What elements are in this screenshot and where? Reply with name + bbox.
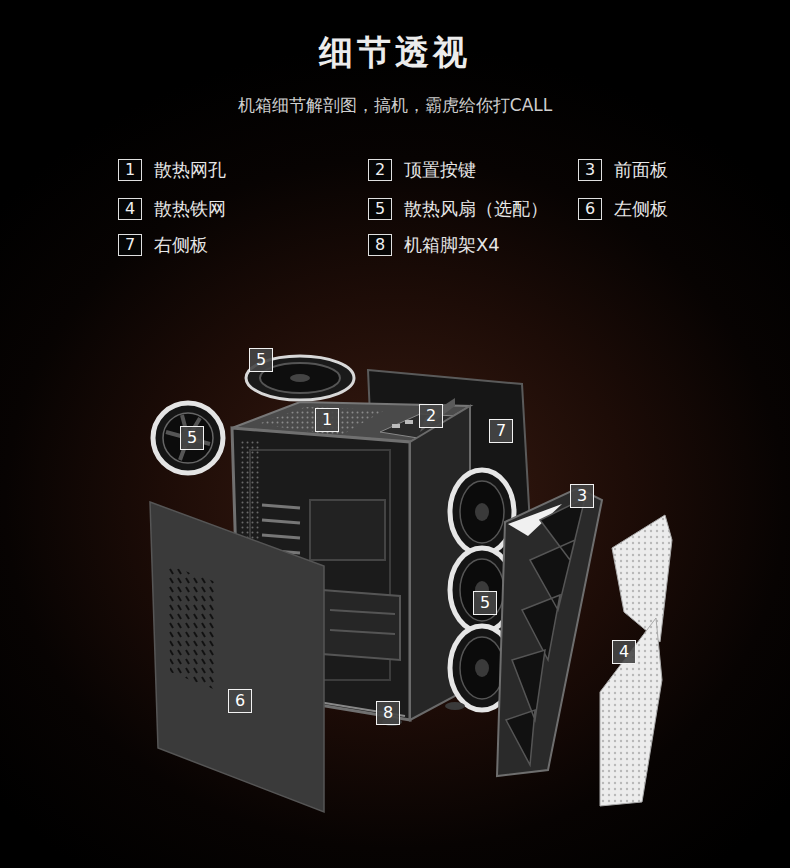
callout-box: 5 [180, 426, 204, 450]
callout-box: 1 [315, 408, 339, 432]
part-name: 散热风扇（选配） [404, 197, 548, 221]
callout-box: 6 [228, 689, 252, 713]
callout-number: 7 [496, 421, 506, 441]
callout-box: 3 [570, 484, 594, 508]
callout-number: 8 [368, 234, 392, 256]
callout-number: 6 [578, 198, 602, 220]
callout-number: 4 [619, 642, 629, 662]
part-name: 前面板 [614, 158, 668, 182]
callout-number: 3 [577, 486, 587, 506]
callout-number: 1 [118, 159, 142, 181]
callout-box: 4 [612, 640, 636, 664]
callout-number: 5 [368, 198, 392, 220]
key-item: 1 散热网孔 [118, 158, 226, 182]
key-item: 8 机箱脚架X4 [368, 233, 500, 257]
part-name: 右侧板 [154, 233, 208, 257]
part-name: 散热网孔 [154, 158, 226, 182]
callout-number: 4 [118, 198, 142, 220]
page-title: 细节透视 [0, 30, 790, 76]
key-item: 6 左侧板 [578, 197, 668, 221]
callout-number: 2 [368, 159, 392, 181]
part-name: 机箱脚架X4 [404, 233, 500, 257]
part-name: 顶置按键 [404, 158, 476, 182]
part-name: 散热铁网 [154, 197, 226, 221]
callout-number: 5 [256, 350, 266, 370]
key-item: 7 右侧板 [118, 233, 208, 257]
callout-box: 7 [489, 419, 513, 443]
callout-box: 2 [419, 404, 443, 428]
callout-number: 6 [235, 691, 245, 711]
callout-number: 8 [383, 703, 393, 723]
callout-box: 5 [249, 348, 273, 372]
callout-number: 1 [322, 410, 332, 430]
callout-number: 3 [578, 159, 602, 181]
key-item: 2 顶置按键 [368, 158, 476, 182]
callout-number: 5 [480, 593, 490, 613]
key-item: 3 前面板 [578, 158, 668, 182]
callout-number: 5 [187, 428, 197, 448]
key-item: 5 散热风扇（选配） [368, 197, 548, 221]
part-name: 左侧板 [614, 197, 668, 221]
callout-box: 8 [376, 701, 400, 725]
callout-number: 2 [426, 406, 436, 426]
callout-number: 7 [118, 234, 142, 256]
key-item: 4 散热铁网 [118, 197, 226, 221]
callout-box: 5 [473, 591, 497, 615]
subtitle-text: 机箱细节解剖图，搞机，霸虎给你打CALL [0, 94, 790, 117]
